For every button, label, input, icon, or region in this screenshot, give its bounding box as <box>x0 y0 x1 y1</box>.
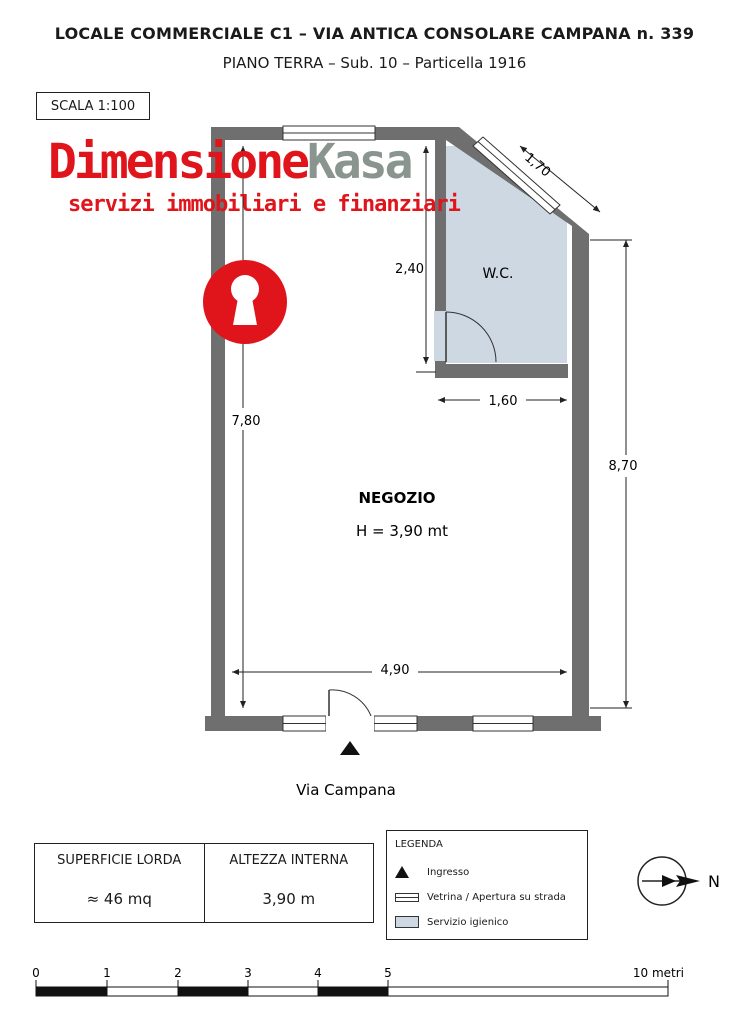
scale-tick-0: 0 <box>32 966 40 980</box>
watermark-brand: DimensioneKasa <box>48 132 414 192</box>
legend-item-entrance: Ingresso <box>395 865 469 879</box>
dim-shop-height-left: 7,80 <box>232 414 261 429</box>
legend-item-wc: Servizio igienico <box>395 915 508 929</box>
swatch-icon <box>395 915 419 929</box>
scale-tick-1: 1 <box>103 966 111 980</box>
watermark-tagline: servizi immobiliari e finanziari <box>68 192 461 217</box>
area-header: SUPERFICIE LORDA <box>57 852 182 868</box>
dim-wc-height: 2,40 <box>395 262 424 277</box>
street-windows <box>282 715 534 732</box>
height-header: ALTEZZA INTERNA <box>229 852 349 868</box>
legend-label-wc: Servizio igienico <box>427 916 509 928</box>
north-arrow-icon <box>637 856 700 906</box>
shop-label: NEGOZIO <box>358 489 435 507</box>
dim-line-wc-diagonal <box>519 145 601 213</box>
dim-wc-width: 1,60 <box>489 394 518 409</box>
wall-stub-right <box>589 716 601 731</box>
wall-stub-left <box>205 716 225 731</box>
shop-height-label: H = 3,90 mt <box>356 522 448 540</box>
legend-title: LEGENDA <box>395 839 443 850</box>
wc-door <box>445 311 497 363</box>
plan-subtitle: PIANO TERRA – Sub. 10 – Particella 1916 <box>222 54 527 72</box>
north-label: N <box>708 872 720 891</box>
watermark-brand-part1: Dimensione <box>48 134 310 190</box>
entrance-triangle-icon <box>340 741 360 755</box>
wc-label: W.C. <box>483 266 514 282</box>
watermark-brand-part2: Kasa <box>306 134 414 190</box>
height-cell: ALTEZZA INTERNA 3,90 m <box>203 844 374 922</box>
scale-tick-2: 2 <box>174 966 182 980</box>
scale-end-label: 10 metri <box>633 966 684 980</box>
area-value: ≈ 46 mq <box>86 890 152 908</box>
plan-title: LOCALE COMMERCIALE C1 – VIA ANTICA CONSO… <box>54 24 695 43</box>
dim-shop-height-right: 8,70 <box>609 459 638 474</box>
scale-tick-4: 4 <box>314 966 322 980</box>
legend-label-entrance: Ingresso <box>427 866 470 878</box>
area-cell: SUPERFICIE LORDA ≈ 46 mq <box>35 844 204 922</box>
scale-bar <box>35 980 669 997</box>
keyhole-icon <box>203 260 287 344</box>
scale-tick-3: 3 <box>244 966 252 980</box>
summary-table: SUPERFICIE LORDA ≈ 46 mq ALTEZZA INTERNA… <box>34 843 374 923</box>
height-value: 3,90 m <box>262 890 316 908</box>
entrance-door <box>328 689 372 717</box>
window-icon <box>395 890 419 904</box>
legend-item-window: Vetrina / Apertura su strada <box>395 890 566 904</box>
street-label: Via Campana <box>296 781 396 799</box>
scale-tick-5: 5 <box>384 966 392 980</box>
dim-shop-width: 4,90 <box>381 663 410 678</box>
triangle-icon <box>395 865 419 879</box>
legend: LEGENDA Ingresso Vetrina / Apertura su s… <box>386 830 588 940</box>
legend-label-window: Vetrina / Apertura su strada <box>427 891 566 903</box>
scale-label: SCALA 1:100 <box>36 92 150 120</box>
